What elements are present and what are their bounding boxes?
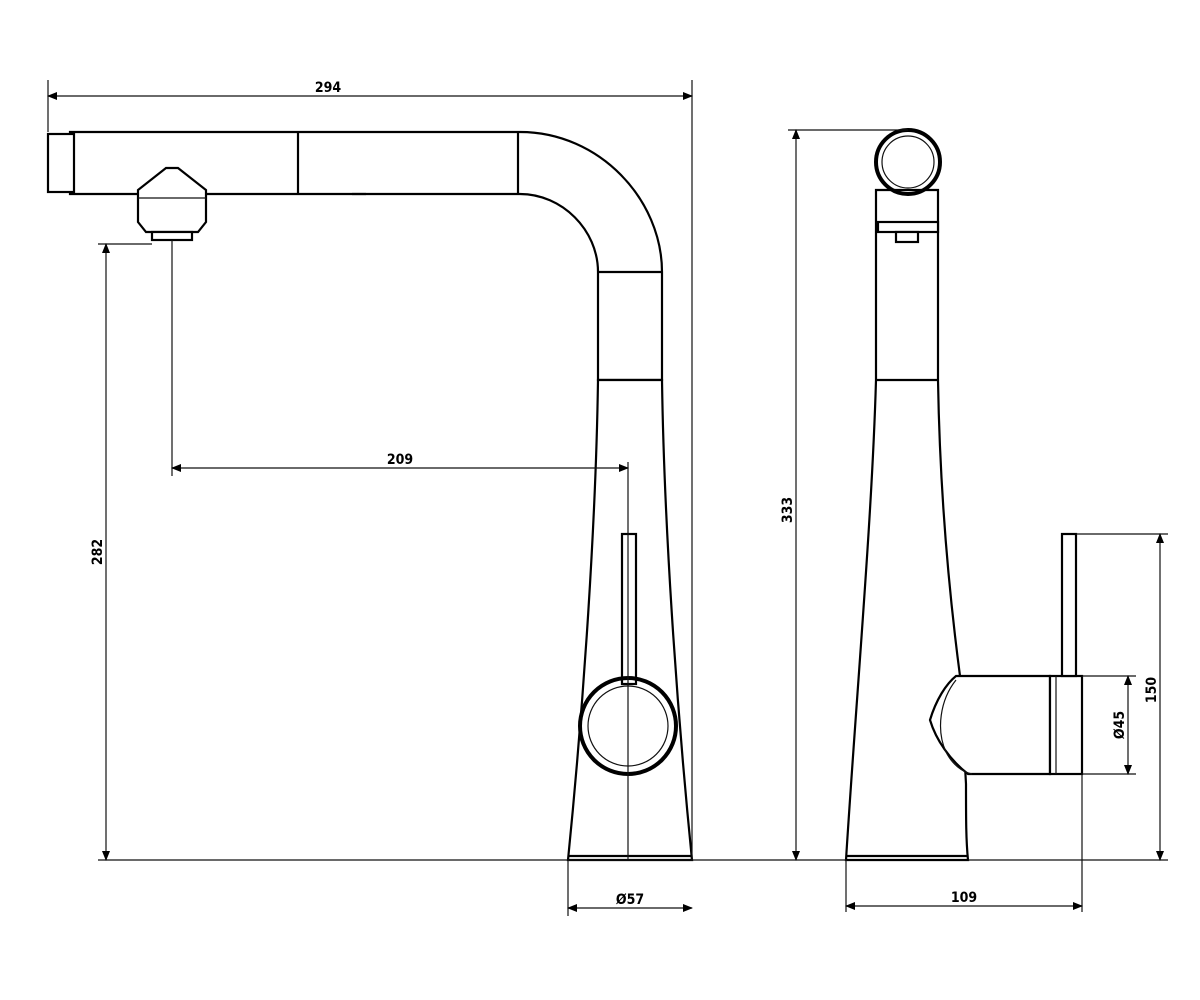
side-handle-housing — [928, 674, 1052, 776]
side-body — [844, 188, 970, 862]
side-spout-section-outer — [874, 128, 942, 196]
side-spout-section-inner — [881, 135, 935, 189]
side-spray-nozzle — [894, 230, 920, 244]
dimension-labels: 294 209 282 Ø57 333 150 Ø45 109 — [90, 80, 1160, 908]
front-view — [46, 130, 694, 862]
front-spray-head — [136, 166, 208, 234]
label-total-height: 333 — [780, 497, 796, 523]
front-spout-end-cap — [46, 132, 76, 194]
label-base-diameter: Ø57 — [616, 892, 644, 908]
side-lever — [1060, 532, 1078, 678]
side-spray-head — [876, 220, 940, 234]
front-spout-body — [68, 130, 664, 382]
front-spray-nozzle — [150, 230, 194, 242]
side-handle-cap — [1048, 674, 1084, 776]
label-handle-diameter: Ø45 — [1112, 711, 1128, 739]
side-handle-curve — [939, 679, 973, 775]
label-total-width: 294 — [315, 80, 342, 96]
side-view — [844, 128, 1084, 862]
front-lever — [620, 532, 638, 686]
label-spout-height: 282 — [90, 539, 106, 565]
label-reach: 209 — [387, 452, 413, 468]
label-handle-height: 150 — [1144, 677, 1160, 704]
label-base-depth: 109 — [951, 890, 977, 906]
dimension-lines — [47, 80, 1168, 916]
